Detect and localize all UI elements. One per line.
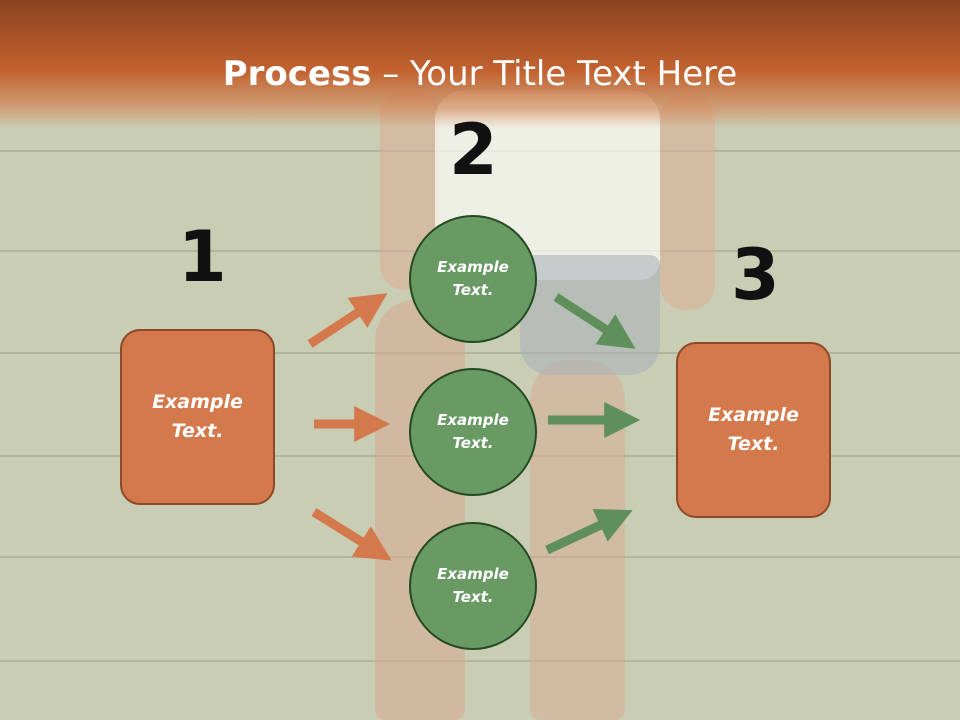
figure-leg: [375, 300, 465, 720]
arrow-orange-up: [307, 293, 388, 348]
arrow-green-up: [545, 509, 633, 555]
step-number-2: 2: [449, 109, 498, 191]
left-box-text: Example Text.: [152, 391, 243, 442]
title-bold: Process: [222, 54, 372, 94]
step-number-3: 3: [731, 234, 780, 316]
step-number-1: 1: [178, 216, 227, 298]
title-rest: – Your Title Text Here: [371, 54, 738, 94]
circle-text: Example Text.: [437, 565, 509, 606]
circle-text: Example Text.: [437, 258, 509, 299]
plank-line: [0, 660, 960, 662]
left-process-box[interactable]: Example Text.: [120, 329, 275, 505]
figure-arm: [660, 95, 715, 310]
right-box-text: Example Text.: [708, 404, 799, 455]
arrow-orange-down: [311, 508, 392, 561]
circle-text: Example Text.: [437, 411, 509, 452]
title-banner: [0, 0, 960, 128]
process-circle-bottom[interactable]: Example Text.: [409, 522, 537, 650]
slide-title: Process – Your Title Text Here: [0, 54, 960, 94]
process-circle-top[interactable]: Example Text.: [409, 215, 537, 343]
arrow-green-down: [553, 293, 636, 349]
process-circle-middle[interactable]: Example Text.: [409, 368, 537, 496]
right-process-box[interactable]: Example Text.: [676, 342, 831, 518]
plank-line: [0, 352, 960, 354]
